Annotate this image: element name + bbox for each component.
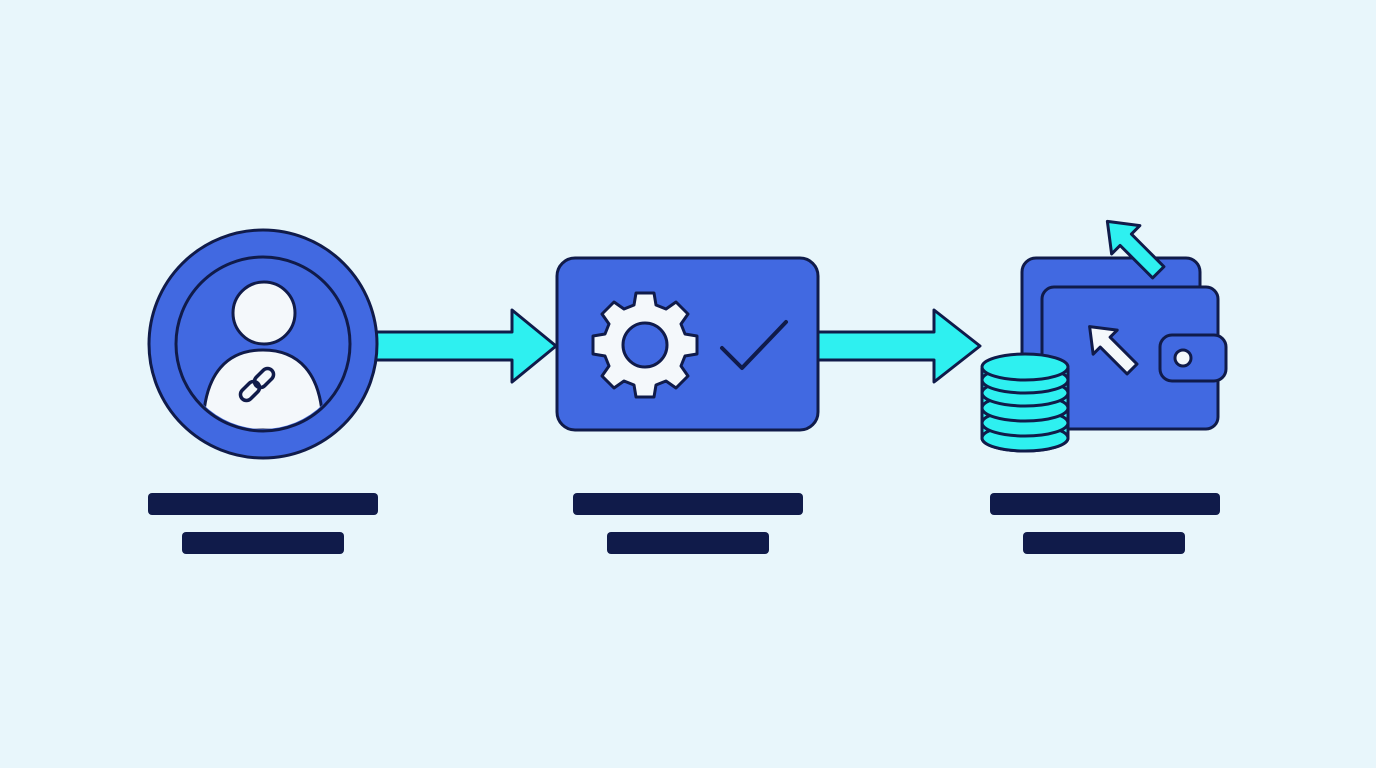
connector-arrow-1 [372,308,558,384]
arrow-right-icon [816,308,982,384]
gear-check-icon [555,256,820,432]
incoming-arrow-icon [1105,219,1166,280]
step-payout-wallet [980,219,1228,554]
connector-arrow-2 [816,308,982,384]
user-head [231,280,297,346]
wallet-clasp [1158,333,1228,383]
coin-stack-icon [980,352,1070,453]
caption-placeholder [573,493,803,554]
user-link-icon [147,228,379,460]
step-processing [555,256,820,554]
check-icon [720,320,788,370]
caption-placeholder [148,493,378,554]
arrow-right-icon [372,308,558,384]
step-referral-account [147,228,379,554]
wallet-coins-icon [980,219,1228,453]
link-icon [238,366,276,403]
gear-icon [591,291,699,399]
caption-placeholder [990,493,1220,554]
deposit-arrow-icon [1088,325,1139,376]
